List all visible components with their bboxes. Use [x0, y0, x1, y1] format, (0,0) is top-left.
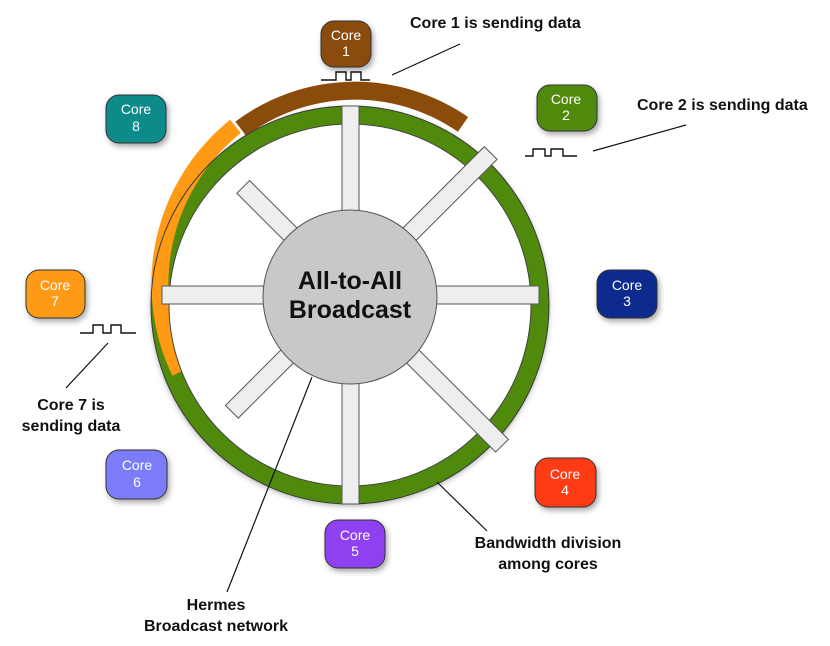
- annotation-core1-sending: Core 1 is sending data: [410, 15, 581, 32]
- signal-waves: [80, 71, 577, 334]
- hub-title-line1: All-to-All: [298, 267, 402, 295]
- ring-segment-core1: [235, 81, 469, 137]
- core-5-number: 5: [351, 543, 359, 559]
- core-4[interactable]: Core 4: [534, 457, 597, 508]
- hub-title-line2: Broadcast: [289, 296, 412, 324]
- core-1-label: Core: [331, 27, 362, 43]
- core-2-number: 2: [562, 107, 570, 123]
- annotation-core2-sending: Core 2 is sending data: [637, 97, 808, 114]
- core-4-number: 4: [561, 482, 569, 498]
- core-6[interactable]: Core 6: [105, 449, 168, 500]
- signal-wave-core2-icon: [525, 148, 577, 157]
- leader-line-core1: [391, 43, 461, 76]
- annotation-bandwidth-line2: among cores: [498, 556, 598, 573]
- annotation-hermes-line1: Hermes: [187, 597, 246, 614]
- core-8-label: Core: [121, 101, 152, 117]
- core-7-label: Core: [40, 277, 71, 293]
- core-8-number: 8: [132, 118, 140, 134]
- core-5-label: Core: [340, 527, 371, 543]
- core-8[interactable]: Core 8: [105, 94, 167, 144]
- spoke-left: [161, 285, 277, 305]
- leader-line-hermes: [226, 376, 313, 593]
- core-5[interactable]: Core 5: [324, 519, 386, 569]
- leader-line-core7: [65, 342, 109, 389]
- core-7[interactable]: Core 7: [25, 269, 86, 319]
- core-6-label: Core: [122, 457, 153, 473]
- signal-wave-core1-icon: [321, 71, 370, 81]
- spoke-right: [424, 285, 540, 305]
- annotation-core7-line1: Core 7 is: [37, 397, 105, 414]
- core-4-label: Core: [550, 466, 581, 482]
- core-3-number: 3: [623, 293, 631, 309]
- annotation-hermes-line2: Broadcast network: [144, 618, 288, 635]
- core-2-label: Core: [551, 91, 582, 107]
- leader-line-bandwidth: [436, 481, 488, 532]
- core-3-label: Core: [612, 277, 643, 293]
- annotation-bandwidth-line1: Bandwidth division: [475, 535, 622, 552]
- core-1-number: 1: [342, 43, 350, 59]
- spoke-bottom: [341, 373, 360, 505]
- core-6-number: 6: [133, 474, 141, 490]
- central-hub: All-to-All Broadcast: [262, 209, 438, 385]
- core-7-number: 7: [51, 293, 59, 309]
- core-2[interactable]: Core 2: [536, 84, 598, 132]
- annotation-core7-line2: sending data: [22, 418, 121, 435]
- core-1[interactable]: Core 1: [320, 20, 372, 68]
- signal-wave-core7-icon: [80, 324, 136, 334]
- ring-segment-core7: [151, 119, 241, 376]
- leader-line-core2: [592, 124, 687, 152]
- core-3[interactable]: Core 3: [596, 269, 658, 319]
- leader-lines: [65, 43, 687, 593]
